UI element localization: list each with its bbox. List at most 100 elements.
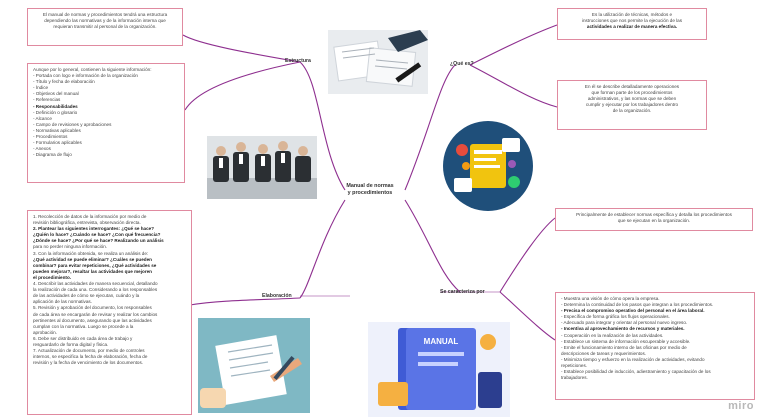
desk-writing-illustration	[198, 318, 310, 413]
connector-estructura-list	[184, 61, 301, 111]
text-line: pueden mejorar?, resaltar las actividade…	[33, 268, 152, 274]
branch-estructura[interactable]: Estructura	[285, 58, 311, 64]
central-topic-line2: y procedimientos	[347, 190, 393, 196]
text-line: administrativos, y las normas que se deb…	[587, 96, 677, 102]
text-line: aprobación.	[33, 329, 58, 335]
business-meeting-photo	[207, 136, 317, 199]
branch-que-es[interactable]: ¿Qué es?	[450, 61, 474, 67]
text-line: trabajadores.	[561, 375, 588, 381]
text-line: - Adecuado para integrar y orientar al p…	[561, 320, 688, 326]
text-line: - Referencias	[33, 97, 61, 103]
connector-center-estructura	[299, 61, 346, 191]
text-line: que se ejecutan en la organización.	[617, 218, 691, 224]
text-line: 7. Actualización de documento, por medio…	[33, 348, 145, 354]
text-line: ¿Dónde se hace? ¿Por qué se hace? Realiz…	[33, 238, 164, 244]
text-line: 6. Debe ser distribuido en cada área de …	[33, 335, 133, 341]
text-line: - Título y fecha de elaboración	[33, 79, 95, 85]
central-topic-line1: Manual de normas	[346, 183, 394, 189]
text-line: repeticiones.	[561, 363, 588, 369]
manual-book-title: MANUAL	[424, 337, 459, 346]
text-line: 5. Revisión y aprobación del documento, …	[33, 305, 152, 311]
connector-center-quees	[404, 64, 456, 191]
text-line: 2. Plantear las siguientes interrogantes…	[33, 226, 155, 232]
text-line: - Precisa el compromiso operativo del pe…	[561, 308, 705, 314]
caracteriza-list-text: - Muestra una visión de cómo opera la em…	[561, 296, 749, 381]
text-line: - Definición o glosario	[33, 109, 78, 115]
connector-center-elaboracion	[299, 199, 346, 299]
connector-estructura-intro	[182, 34, 301, 63]
text-line: cumplan con la normativa. Luego se proce…	[33, 323, 134, 329]
text-line: resguardarlo de forma digital y física.	[33, 341, 109, 347]
text-line: En él se describe detalladamente operaci…	[584, 84, 680, 89]
text-line: 3. Con la información obtenida, se reali…	[33, 250, 149, 256]
que-es-box-1[interactable]: Es la utilización de técnicas, métodos e…	[557, 8, 707, 40]
paperwork-photo	[328, 30, 428, 94]
text-line: - Anexos	[33, 146, 51, 152]
que-es-box-2[interactable]: En él se describe detalladamente operaci…	[557, 80, 707, 130]
text-line: Aunque por lo general, contienen la sigu…	[33, 67, 152, 72]
text-line: instrucciones que nos permite la ejecuci…	[581, 18, 683, 24]
connector-elaboracion-list	[189, 297, 301, 306]
que-es-text-1: Es la utilización de técnicas, métodos e…	[563, 12, 701, 30]
text-line: - Emite el funcionamiento interno de las…	[561, 344, 687, 350]
text-line: descripciones de tareas y requerimientos…	[561, 350, 647, 356]
caracteriza-list-box[interactable]: - Muestra una visión de cómo opera la em…	[555, 292, 755, 400]
text-line: revisión bibliográfica, entrevista, obse…	[33, 220, 141, 226]
connector-caracteriza-1	[499, 217, 556, 293]
text-line: - Procedimientos	[33, 134, 68, 140]
text-line: la realización de cada una. Considerando…	[33, 287, 158, 293]
text-line: de las actividades de cómo se ejecutan, …	[33, 293, 140, 299]
caracteriza-box-1[interactable]: Principalmente de establecer normas espe…	[555, 208, 753, 231]
text-line: - Portada con logo e información de la o…	[33, 73, 138, 79]
text-line: - Establece un sistema de información es…	[561, 338, 691, 344]
text-line: pertinentes al documento, asegurando que…	[33, 317, 152, 323]
text-line: Es la utilización de técnicas, métodos e	[591, 12, 673, 17]
central-topic[interactable]: Manual de normas y procedimientos	[340, 183, 400, 197]
text-line: - Índice	[33, 85, 49, 91]
elaboracion-list-box[interactable]: 1. Recolección de datos de la informació…	[27, 210, 192, 415]
text-line: revisión y la fecha de vencimiento de lo…	[33, 360, 144, 366]
estructura-intro-text: El manual de normas y procedimientos ten…	[33, 12, 177, 30]
branch-se-caracteriza[interactable]: Se caracteriza por	[440, 289, 485, 295]
text-line: combinar? para evitar repeticiones, ¿Qué…	[33, 262, 157, 268]
text-line: de cada área se encargarán de revisar y …	[33, 311, 158, 317]
text-line: - Formularios aplicables	[33, 140, 82, 146]
estructura-list-box[interactable]: Aunque por lo general, contienen la sigu…	[27, 63, 185, 183]
text-line: internos, se especifica la fecha de elab…	[33, 354, 148, 360]
text-line: dependiendo las normativas y de la infor…	[44, 18, 166, 24]
estructura-list-text: Aunque por lo general, contienen la sigu…	[33, 67, 179, 158]
text-line: - Establece posibilidad de inducción, ad…	[561, 369, 711, 375]
estructura-intro-box[interactable]: El manual de normas y procedimientos ten…	[27, 8, 183, 46]
caracteriza-text-1: Principalmente de establecer normas espe…	[561, 212, 747, 224]
text-line: aplicación de las normativas.	[33, 299, 92, 305]
text-line: actividades a realizar de manera efectiv…	[586, 24, 678, 30]
text-line: - Determina la continuidad de los pasos …	[561, 302, 714, 308]
text-line: 1. Recolección de datos de la informació…	[33, 214, 147, 219]
text-line: - Cooperación en la realización de las a…	[561, 332, 664, 338]
connector-quees-2	[469, 64, 558, 108]
manual-book-illustration: MANUAL	[368, 322, 510, 417]
text-line: ¿Qué actividad se puede eliminar? ¿Cuále…	[33, 256, 152, 262]
text-line: que forman parte de los procedimientos	[591, 90, 673, 96]
text-line: el procedimiento.	[33, 274, 72, 280]
text-line: 4. Describir las actividades de manera s…	[33, 281, 158, 287]
text-line: - Muestra una visión de cómo opera la em…	[561, 296, 660, 301]
text-line: Principalmente de establecer normas espe…	[576, 212, 732, 217]
miro-watermark: miro	[728, 400, 754, 412]
que-es-text-2: En él se describe detalladamente operaci…	[563, 84, 701, 114]
text-line: cumplir y ejecutar por los trabajadores …	[585, 102, 679, 108]
text-line: - Campo de revisiones y aprobaciones	[33, 121, 112, 127]
team-working-illustration	[442, 120, 534, 212]
connector-quees-1	[469, 24, 558, 66]
text-line: de la organización.	[612, 108, 652, 114]
text-line: El manual de normas y procedimientos ten…	[42, 12, 168, 17]
text-line: requieran transmitir al personal de la o…	[53, 24, 157, 30]
connector-caracteriza-list	[499, 291, 556, 341]
text-line: - Diagrama de flujo	[33, 152, 72, 158]
text-line: - Incentiva al aprovechamiento de recurs…	[561, 326, 685, 332]
branch-elaboracion[interactable]: Elaboración	[262, 293, 292, 299]
connector-center-caracteriza	[404, 199, 461, 293]
text-line: - Minimiza tiempo y esfuerzo en la reali…	[561, 356, 705, 362]
text-line: - Alcance	[33, 115, 52, 121]
